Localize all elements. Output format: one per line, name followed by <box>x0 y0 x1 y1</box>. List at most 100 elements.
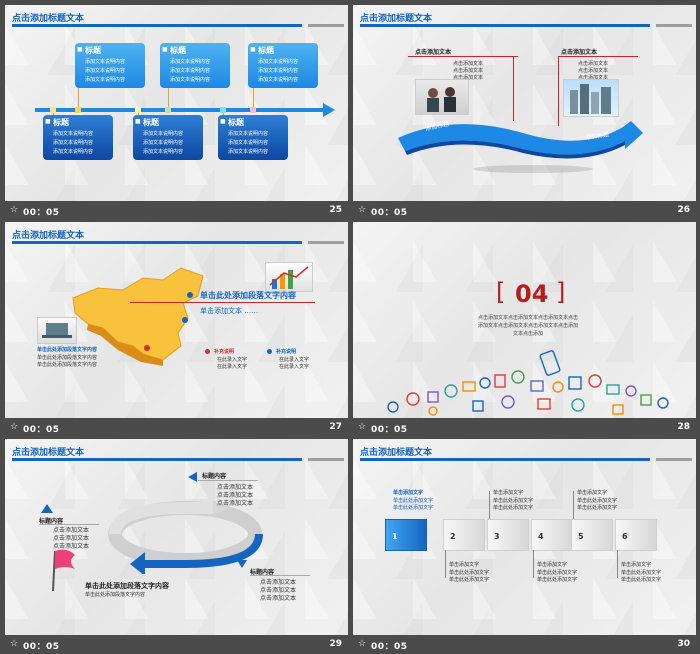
people-photo-icon <box>427 87 456 112</box>
box-text: 添加文本说明内容 <box>170 68 211 74</box>
block-line: 点击添加文本 <box>53 535 90 542</box>
slide-canvas: 点击添加标题文本 1 2 3 4 5 6 单击添加文字 单击此处添加文字 单击此… <box>353 439 696 635</box>
slide-thumbnail-29[interactable]: 点击添加标题文本 标题内容 点击添加文本 点击添加文本 点击添加文本 标题内容 … <box>5 439 348 654</box>
slide-thumbnail-27[interactable]: 点击添加标题文本 单击此处添加段落文字内容 单击添加文本 …… 单击此处添加段落… <box>5 222 348 437</box>
pointer-icon <box>41 504 53 513</box>
title-bar-accent <box>308 458 344 461</box>
box-heading: 标题 <box>258 46 274 55</box>
step-title: 单击添加文字 <box>537 562 568 568</box>
step-number: 3 <box>494 532 500 541</box>
legend-title: 补充说明 <box>214 349 235 355</box>
step-line: 单击此处添加文字 <box>577 505 618 511</box>
timeline-marker <box>165 107 171 113</box>
building-photo-icon <box>570 84 611 114</box>
connector-line <box>533 550 534 578</box>
step-cube[interactable]: 6 <box>615 519 657 551</box>
box-text: 添加文本说明内容 <box>258 59 299 65</box>
step-line: 单击此处添加文字 <box>621 577 662 583</box>
block-line: 点击添加文本 <box>53 527 90 534</box>
bookmark-icon: ■ <box>250 46 256 53</box>
legend-line: 在此录入文字 <box>217 357 248 363</box>
step-cube[interactable]: 5 <box>571 519 613 551</box>
timeline-box[interactable]: ■ 标题 添加文本说明内容 添加文本说明内容 添加文本说明内容 <box>160 43 230 88</box>
step-number: 5 <box>578 532 584 541</box>
map-heading: 单击此处添加段落文字内容 <box>200 291 296 300</box>
slide-footer: ☆ 00：05 30 <box>353 635 696 654</box>
main-heading: 单击此处添加段落文字内容 <box>85 582 169 590</box>
slide-thumbnail-25[interactable]: 点击添加标题文本 ■ 标题 添加文本说明内容 添加文本说明内容 添加文本说明内容… <box>5 5 348 220</box>
bookmark-icon: ■ <box>220 118 226 125</box>
slide-canvas: 点击添加标题文本 标题内容 点击添加文本 点击添加文本 点击添加文本 标题内容 … <box>5 439 348 635</box>
timeline-box[interactable]: ■ 标题 添加文本说明内容 添加文本说明内容 添加文本说明内容 <box>248 43 318 88</box>
box-heading: 标题 <box>143 118 159 127</box>
divider-line <box>130 302 315 303</box>
box-text: 添加文本说明内容 <box>53 131 94 137</box>
bookmark-icon: ■ <box>135 118 141 125</box>
timeline-box[interactable]: ■ 标题 添加文本说明内容 添加文本说明内容 添加文本说明内容 <box>218 115 288 160</box>
step-number: 2 <box>450 532 456 541</box>
divider-line <box>558 56 638 57</box>
slide-title: 点击添加标题文本 <box>360 448 433 458</box>
step-cube[interactable]: 2 <box>443 519 485 551</box>
slide-thumbnail-30[interactable]: 点击添加标题文本 1 2 3 4 5 6 单击添加文字 单击此处添加文字 单击此… <box>353 439 696 654</box>
slide-thumbnail-28[interactable]: [ 04 ] 点击添加文本点击添加文本点击添加文本点击 添加文本点击添加文本点击… <box>353 222 696 437</box>
connector-line <box>253 87 254 107</box>
step-title: 单击添加文字 <box>577 490 608 496</box>
box-heading: 标题 <box>228 118 244 127</box>
slide-timing: 00：05 <box>23 425 60 435</box>
connector-line <box>513 56 514 121</box>
star-icon: ☆ <box>10 422 19 432</box>
connector-line <box>168 87 169 107</box>
slide-thumbnail-26[interactable]: 点击添加标题文本 点击添加文本 点击添加文本 点击添加文本 点击添加文本 点击添… <box>353 5 696 220</box>
title-bar <box>360 458 650 461</box>
text-line: 点击添加文本 <box>452 75 483 81</box>
legend-line: 在此录入文字 <box>217 364 248 370</box>
text-line: 点击添加文本 <box>577 61 608 67</box>
timeline-marker <box>50 107 56 113</box>
block-line: 点击添加文本 <box>260 579 297 586</box>
step-cube[interactable]: 3 <box>487 519 529 551</box>
cycle-arrows <box>108 500 263 574</box>
box-text: 添加文本说明内容 <box>85 68 126 74</box>
box-text: 添加文本说明内容 <box>228 131 269 137</box>
title-bar-accent <box>308 241 344 244</box>
slide-title: 点击添加标题文本 <box>12 14 85 24</box>
growth-chart-icon <box>269 266 309 289</box>
china-map <box>72 267 204 366</box>
connector-line <box>445 550 446 578</box>
step-title: 单击添加文字 <box>493 490 524 496</box>
step-cube[interactable]: 4 <box>531 519 573 551</box>
slide-title: 点击添加标题文本 <box>360 14 433 24</box>
timeline-box[interactable]: ■ 标题 添加文本说明内容 添加文本说明内容 添加文本说明内容 <box>75 43 145 88</box>
timeline-box[interactable]: ■ 标题 添加文本说明内容 添加文本说明内容 添加文本说明内容 <box>133 115 203 160</box>
step-line: 单击此处添加文字 <box>493 498 534 504</box>
star-icon: ☆ <box>10 205 19 215</box>
slide-number: 26 <box>677 205 690 215</box>
slide-canvas: 点击添加标题文本 点击添加文本 点击添加文本 点击添加文本 点击添加文本 点击添… <box>353 5 696 201</box>
caption-line: 单击此处添加段落文字内容 <box>37 355 98 361</box>
arrow-head-icon <box>323 103 335 117</box>
slide-footer: ☆ 00：05 27 <box>5 418 348 437</box>
divider-line <box>39 524 99 525</box>
box-text: 添加文本说明内容 <box>53 149 94 155</box>
slide-footer: ☆ 00：05 29 <box>5 635 348 654</box>
bookmark-icon: ■ <box>77 46 83 53</box>
step-cube[interactable]: 1 <box>385 519 427 551</box>
block-title: 标题内容 <box>39 518 64 525</box>
shadow <box>473 165 593 173</box>
title-bar <box>12 241 302 244</box>
timeline-marker <box>220 107 226 113</box>
step-title: 单击添加文字 <box>449 562 480 568</box>
legend-dot <box>267 349 272 354</box>
box-text: 添加文本说明内容 <box>228 149 269 155</box>
pointer-icon <box>188 472 197 482</box>
icon-cloud <box>387 350 669 416</box>
pointer-icon <box>237 560 247 568</box>
slide-canvas: 点击添加标题文本 单击此处添加段落文字内容 单击添加文本 …… 单击此处添加段落… <box>5 222 348 418</box>
timeline-marker <box>135 107 141 113</box>
bookmark-icon: ■ <box>162 46 168 53</box>
step-line: 单击此处添加文字 <box>493 505 534 511</box>
star-icon: ☆ <box>358 205 367 215</box>
timeline-box[interactable]: ■ 标题 添加文本说明内容 添加文本说明内容 添加文本说明内容 <box>43 115 113 160</box>
caption-line: 单击此处添加段落文字内容 <box>37 362 98 368</box>
